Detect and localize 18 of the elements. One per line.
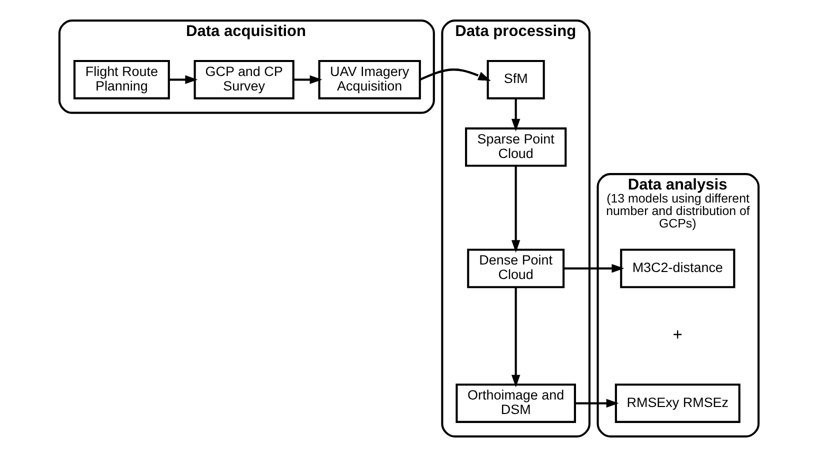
node-box: Orthoimage and DSM: [456, 384, 576, 423]
node-box: SfM: [486, 60, 545, 100]
node-box: Flight Route Planning: [73, 60, 170, 100]
node-box: RMSExy RMSEz: [614, 384, 740, 423]
arrow: [575, 398, 619, 408]
arrow: [511, 287, 520, 388]
arrow: [511, 98, 520, 132]
arrow: [564, 264, 624, 273]
arrow: [294, 75, 322, 84]
label: +: [672, 324, 682, 344]
node-box: Dense Point Cloud: [467, 248, 565, 288]
arrow: [419, 68, 491, 81]
node-box: M3C2-distance: [620, 248, 736, 288]
node-box: Sparse Point Cloud: [465, 127, 567, 167]
arrow: [511, 166, 520, 253]
node-box: GCP and CP Survey: [194, 60, 294, 100]
arrow: [169, 75, 198, 84]
node-box: UAV Imagery Acquisition: [318, 60, 421, 100]
